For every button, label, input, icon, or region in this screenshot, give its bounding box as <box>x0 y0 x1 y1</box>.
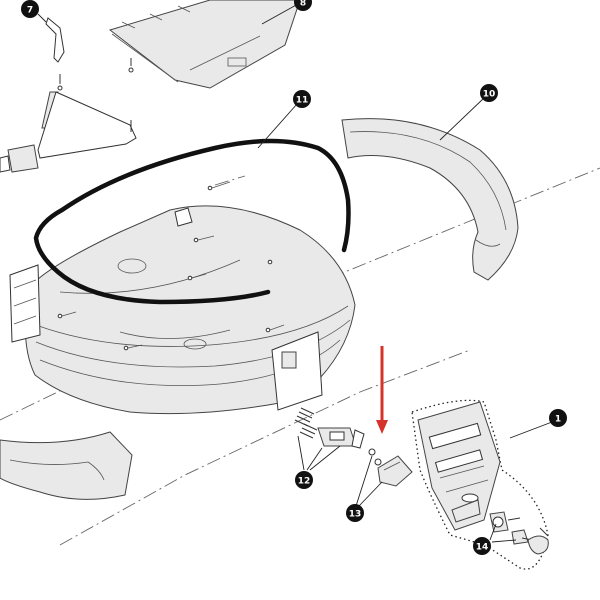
callout-7: 7 <box>21 0 39 18</box>
part-latch-springs <box>294 407 365 449</box>
part-strap <box>0 17 137 173</box>
part-seal-gasket <box>33 138 351 305</box>
part-lock-cylinder-keys <box>489 511 549 555</box>
leader-lines <box>37 3 553 543</box>
callout-label-11: 11 <box>296 96 309 106</box>
callout-label-13: 13 <box>349 510 362 520</box>
callout-8: 8 <box>294 0 312 11</box>
part-latch-catch <box>368 448 413 487</box>
callout-14: 14 <box>473 537 491 555</box>
part-lock-assembly <box>411 399 549 570</box>
part-main-shell <box>9 181 356 415</box>
callout-12: 12 <box>295 471 313 489</box>
callout-label-14: 14 <box>476 543 489 553</box>
callout-1: 1 <box>549 409 567 427</box>
callout-label-8: 8 <box>300 0 306 9</box>
part-lower-left-fragment <box>0 431 133 500</box>
callout-11: 11 <box>293 90 311 108</box>
callout-label-7: 7 <box>27 6 33 16</box>
callout-label-1: 1 <box>555 415 561 425</box>
highlight-arrow <box>376 346 388 434</box>
part-rear-cover <box>341 118 519 281</box>
callout-label-10: 10 <box>483 90 496 100</box>
callout-label-12: 12 <box>298 477 311 487</box>
callout-10: 10 <box>480 84 498 102</box>
part-lid-panel <box>108 0 301 89</box>
callout-13: 13 <box>346 504 364 522</box>
